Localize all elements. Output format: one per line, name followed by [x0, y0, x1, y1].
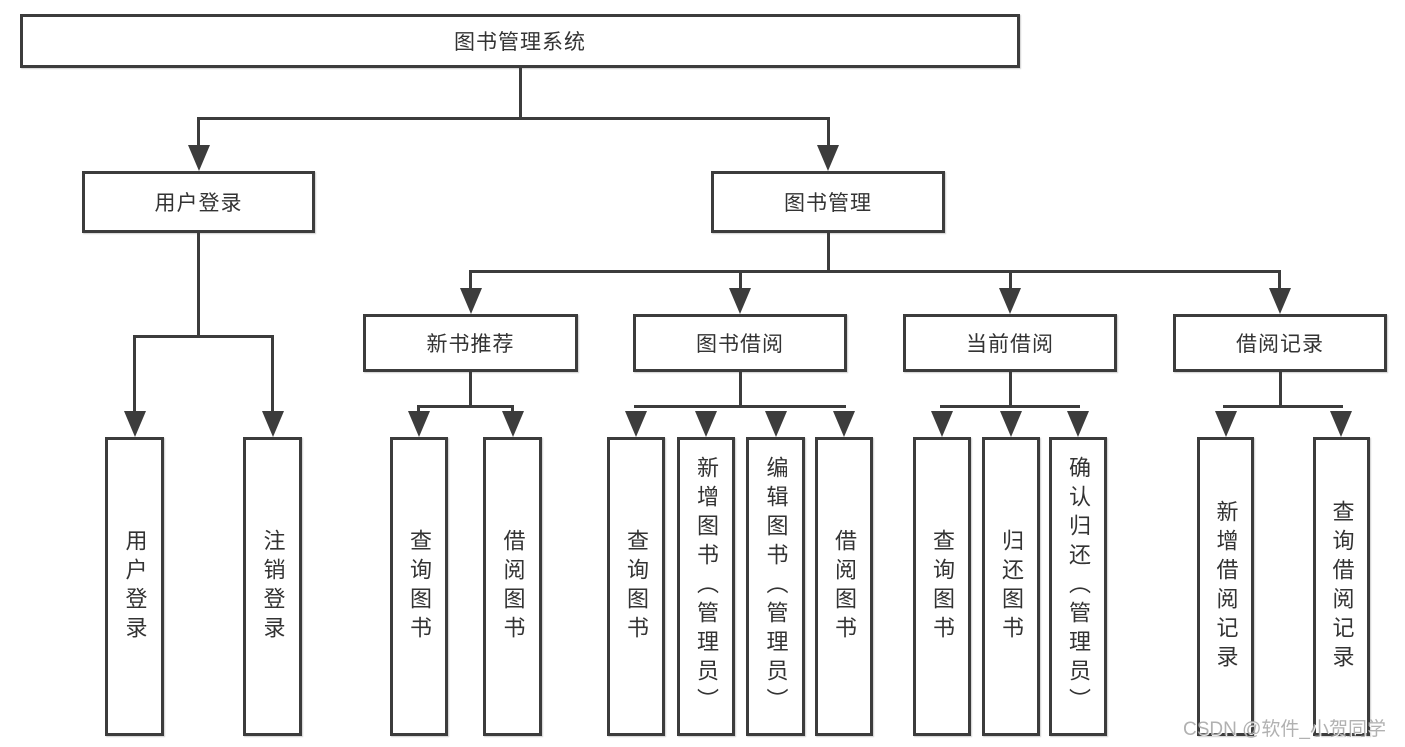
leaf-query-borrow-record: 查询借阅记录 — [1313, 437, 1370, 736]
node-root: 图书管理系统 — [20, 14, 1020, 68]
arrow-down-icon — [188, 145, 210, 171]
node-book-borrowing: 图书借阅 — [633, 314, 847, 372]
arrow-down-icon — [408, 411, 430, 437]
leaf-user-login: 用户登录 — [105, 437, 164, 736]
arrow-down-icon — [1000, 411, 1022, 437]
node-user-login-label: 用户登录 — [154, 192, 243, 215]
node-book-borrowing-label: 图书借阅 — [696, 333, 784, 356]
connector-line — [469, 270, 1281, 273]
node-new-book-recommend: 新书推荐 — [363, 314, 578, 372]
connector-line — [197, 119, 200, 146]
arrow-down-icon — [1067, 411, 1089, 437]
leaf-add-borrow-record: 新增借阅记录 — [1197, 437, 1254, 736]
connector-line — [1009, 272, 1012, 289]
leaf-borrow-books: 借阅图书 — [815, 437, 873, 736]
connector-line — [511, 406, 514, 414]
leaf-query-books-recommend: 查询图书 — [390, 437, 448, 736]
leaf-query-books-recommend-label: 查询图书 — [407, 528, 432, 645]
connector-line — [634, 405, 846, 408]
leaf-borrow-books-recommend: 借阅图书 — [483, 437, 542, 736]
connector-line — [133, 337, 136, 413]
connector-line — [1278, 272, 1281, 289]
arrow-down-icon — [931, 411, 953, 437]
leaf-edit-books-admin-label: 编辑图书（管理员） — [763, 456, 789, 717]
arrow-down-icon — [262, 411, 284, 437]
connector-line — [271, 337, 274, 413]
node-root-label: 图书管理系统 — [454, 31, 586, 54]
leaf-confirm-return-admin: 确认归还（管理员） — [1049, 437, 1107, 736]
connector-line — [519, 68, 522, 119]
node-book-management: 图书管理 — [711, 171, 945, 233]
connector-line — [1009, 372, 1012, 407]
arrow-down-icon — [817, 145, 839, 171]
arrow-down-icon — [1215, 411, 1237, 437]
leaf-query-books-current-label: 查询图书 — [930, 528, 955, 645]
node-new-book-recommend-label: 新书推荐 — [426, 333, 515, 356]
arrow-down-icon — [502, 411, 524, 437]
arrow-down-icon — [765, 411, 787, 437]
node-borrowing-records: 借阅记录 — [1173, 314, 1387, 372]
leaf-user-login-label: 用户登录 — [122, 528, 148, 645]
connector-line — [417, 405, 514, 408]
leaf-add-books-admin: 新增图书（管理员） — [677, 437, 735, 736]
connector-line — [469, 272, 472, 289]
leaf-query-books-current: 查询图书 — [913, 437, 971, 736]
arrow-down-icon — [124, 411, 146, 437]
connector-line — [827, 233, 830, 272]
arrow-down-icon — [1269, 288, 1291, 314]
connector-line — [197, 233, 200, 337]
leaf-borrow-books-recommend-label: 借阅图书 — [500, 528, 526, 645]
leaf-query-books-borrowing: 查询图书 — [607, 437, 665, 736]
connector-line — [133, 335, 274, 338]
arrow-down-icon — [1330, 411, 1352, 437]
leaf-return-books-label: 归还图书 — [999, 528, 1024, 645]
node-borrowing-records-label: 借阅记录 — [1236, 333, 1324, 356]
leaf-borrow-books-label: 借阅图书 — [832, 528, 857, 645]
leaf-edit-books-admin: 编辑图书（管理员） — [746, 437, 805, 736]
connector-line — [417, 406, 420, 414]
connector-line — [940, 405, 1080, 408]
arrow-down-icon — [729, 288, 751, 314]
connector-line — [739, 272, 742, 289]
connector-line — [827, 119, 830, 146]
connector-line — [469, 372, 472, 407]
connector-line — [1279, 372, 1282, 407]
leaf-add-borrow-record-label: 新增借阅记录 — [1213, 499, 1239, 674]
leaf-add-books-admin-label: 新增图书（管理员） — [694, 456, 719, 717]
node-book-management-label: 图书管理 — [784, 192, 872, 215]
leaf-query-books-borrowing-label: 查询图书 — [624, 528, 649, 645]
arrow-down-icon — [999, 288, 1021, 314]
arrow-down-icon — [460, 288, 482, 314]
arrow-down-icon — [695, 411, 717, 437]
connector-line — [739, 372, 742, 407]
csdn-watermark: CSDN @软件_小贺同学 — [1183, 719, 1386, 740]
arrow-down-icon — [625, 411, 647, 437]
node-current-borrowing-label: 当前借阅 — [966, 333, 1054, 356]
connector-line — [1223, 405, 1343, 408]
leaf-logout: 注销登录 — [243, 437, 302, 736]
connector-line — [197, 117, 830, 120]
leaf-return-books: 归还图书 — [982, 437, 1040, 736]
node-current-borrowing: 当前借阅 — [903, 314, 1117, 372]
leaf-confirm-return-admin-label: 确认归还（管理员） — [1066, 456, 1091, 717]
node-user-login: 用户登录 — [82, 171, 315, 233]
leaf-query-borrow-record-label: 查询借阅记录 — [1329, 499, 1355, 674]
leaf-logout-label: 注销登录 — [260, 528, 286, 645]
arrow-down-icon — [833, 411, 855, 437]
